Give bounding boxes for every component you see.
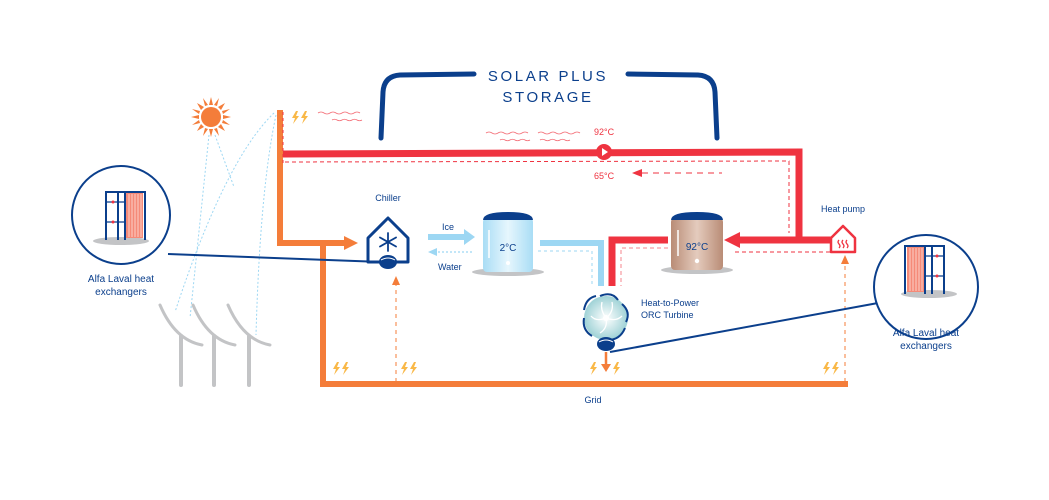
cold-storage-tank[interactable] xyxy=(472,212,544,276)
turbine-label-line1: Heat-to-Power xyxy=(641,298,699,308)
return-arrow xyxy=(632,169,642,177)
water-label: Water xyxy=(438,262,462,272)
ice-arrow xyxy=(428,229,475,245)
title-line1: SOLAR PLUS xyxy=(488,68,608,85)
heat-pump-label: Heat pump xyxy=(821,204,865,214)
water-arrow xyxy=(428,248,473,256)
electric-grid-loop xyxy=(277,110,848,387)
grid-label: Grid xyxy=(584,395,601,405)
chiller-power-arrow xyxy=(392,276,400,285)
title-line2: STORAGE xyxy=(502,89,593,106)
hot-water-loop xyxy=(282,148,832,286)
cold-pipe xyxy=(538,240,604,286)
return-temp: 65°C xyxy=(594,171,615,181)
solar-plus-storage-bracket xyxy=(378,71,720,141)
left-hx-label-line1: Alfa Laval heat xyxy=(88,274,154,285)
chiller-input-arrow xyxy=(344,236,358,250)
orc-turbine-icon[interactable] xyxy=(582,293,629,351)
sun-rays xyxy=(174,112,277,336)
turbine-label-line2: ORC Turbine xyxy=(641,310,694,320)
chiller-icon[interactable] xyxy=(366,216,410,269)
grid-feed-lines xyxy=(395,262,846,382)
snowflake-icon xyxy=(379,232,397,252)
pump-icon xyxy=(596,144,612,160)
left-heat-exchanger-callout[interactable] xyxy=(71,165,171,265)
supply-temp: 92°C xyxy=(594,127,615,137)
chiller-label: Chiller xyxy=(375,193,401,203)
cold-tank-temp: 2°C xyxy=(500,243,517,254)
heat-pump-power-arrow xyxy=(841,255,849,264)
solar-collectors-icon xyxy=(158,303,272,387)
heat-exchanger-icon xyxy=(105,191,146,240)
grid-output-arrow xyxy=(601,352,611,372)
hot-tank-input-arrow xyxy=(724,232,740,248)
heat-pump-icon[interactable] xyxy=(829,224,857,254)
right-heat-exchanger-callout[interactable] xyxy=(873,234,979,340)
hot-tank-temp: 92°C xyxy=(686,242,708,253)
lightning-bolt-icons xyxy=(292,111,839,375)
heat-exchanger-icon xyxy=(904,245,945,294)
left-hx-label-line2: exchangers xyxy=(95,287,147,298)
return-dashed-lines xyxy=(284,160,832,286)
right-hx-label-line1: Alfa Laval heat xyxy=(893,328,959,339)
hot-storage-tank[interactable] xyxy=(661,212,733,274)
right-hx-label-line2: exchangers xyxy=(900,341,952,352)
heat-exchanger-links xyxy=(167,253,879,353)
heat-waves-icon xyxy=(317,111,581,142)
sun-icon xyxy=(191,97,231,137)
ice-label: Ice xyxy=(442,222,454,232)
